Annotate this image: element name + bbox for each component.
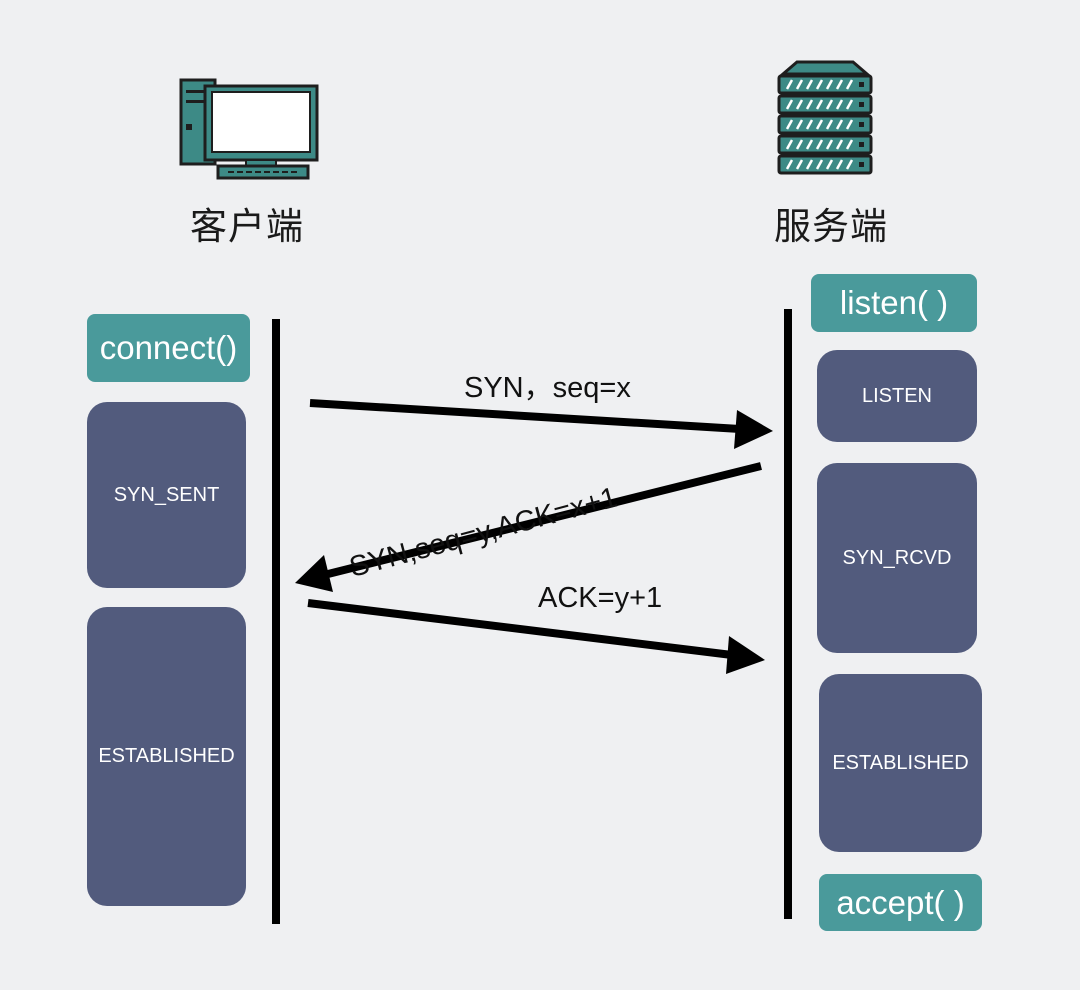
server-lifeline bbox=[784, 309, 792, 919]
connect-call-box: connect() bbox=[87, 314, 250, 382]
client-label: 客户端 bbox=[190, 205, 304, 248]
client-lifeline bbox=[272, 319, 280, 924]
syn-ack-arrow-line bbox=[327, 462, 762, 578]
syn-arrow-line bbox=[309, 399, 741, 433]
ack-arrow-line bbox=[307, 599, 733, 659]
client-state-syn-sent: SYN_SENT bbox=[87, 402, 246, 588]
server-state-listen: LISTEN bbox=[817, 350, 977, 442]
syn-ack-arrowhead bbox=[295, 555, 333, 592]
server-label: 服务端 bbox=[774, 205, 888, 248]
accept-call-box: accept( ) bbox=[819, 874, 982, 931]
syn-message-label: SYN，seq=x bbox=[464, 372, 631, 404]
ack-message-label: ACK=y+1 bbox=[538, 582, 663, 614]
server-icon bbox=[777, 60, 873, 175]
computer-icon bbox=[179, 78, 319, 180]
server-state-established: ESTABLISHED bbox=[819, 674, 982, 852]
server-state-syn-rcvd: SYN_RCVD bbox=[817, 463, 977, 653]
listen-call-box: listen( ) bbox=[811, 274, 977, 332]
ack-arrowhead bbox=[726, 636, 765, 674]
client-state-established: ESTABLISHED bbox=[87, 607, 246, 906]
syn-arrowhead bbox=[734, 410, 773, 449]
